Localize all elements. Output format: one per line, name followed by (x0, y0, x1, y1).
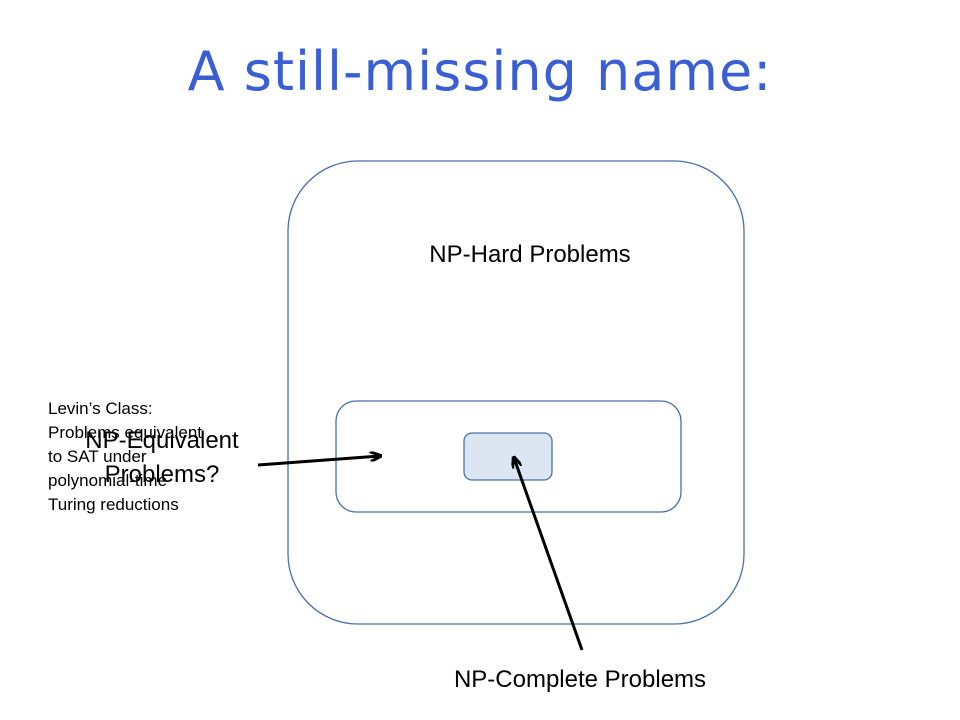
arrow-to-np-equivalent (257, 456, 380, 467)
np-hard-label: NP-Hard Problems (429, 241, 631, 268)
np-complete-region (463, 432, 553, 481)
np-equivalent-region (335, 400, 682, 513)
arrow-to-np-complete (514, 458, 584, 651)
levin-line-2: Problems equivalent (48, 423, 203, 442)
levin-line-1: Levin’s Class: (48, 399, 153, 418)
np-equivalent-line-1: NP-Equivalent (85, 427, 239, 454)
np-equivalent-label: NP-Equivalent Problems? (62, 424, 262, 492)
levin-class-label: Levin’s Class: Problems equivalent to SA… (48, 397, 278, 517)
np-equivalent-line-2: Problems? (104, 461, 220, 488)
levin-line-5: Turing reductions (48, 495, 179, 514)
levin-line-4: polynomial-time (48, 471, 168, 490)
slide-title: A still-missing name: (187, 40, 773, 103)
np-complete-label: NP-Complete Problems (453, 666, 707, 693)
levin-line-3: to SAT under (48, 447, 147, 466)
np-hard-region (287, 160, 745, 625)
